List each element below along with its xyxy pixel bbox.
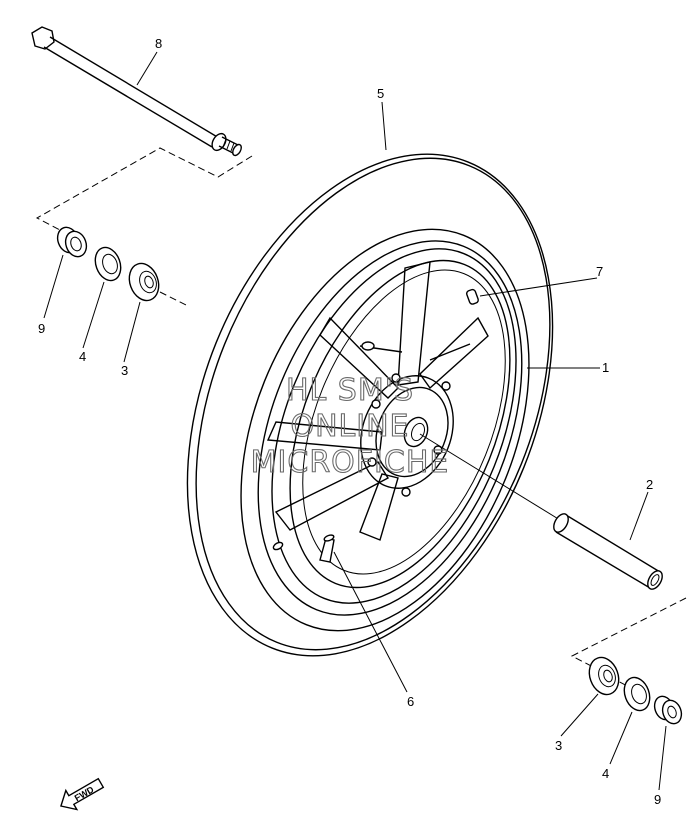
assembly-lines-left	[35, 147, 253, 307]
callout-5: 5	[377, 86, 384, 101]
collar-part-9-right	[653, 695, 683, 725]
collar-part-9-left	[56, 226, 88, 258]
fwd-arrow-icon: FWD	[60, 777, 105, 811]
tire-part-5	[186, 153, 554, 657]
oil-seal-part-4-left	[94, 246, 122, 282]
wheel-hub	[360, 373, 454, 497]
wheel-rim-part-1	[257, 240, 523, 616]
callout-2: 2	[646, 477, 653, 492]
leader-lines	[43, 51, 667, 791]
oil-seal-part-4-right	[623, 676, 651, 712]
callout-4-left: 4	[79, 349, 86, 364]
callout-4-right: 4	[602, 766, 609, 781]
valve-part-6	[319, 534, 335, 563]
bearing-part-3-right	[588, 656, 620, 696]
wheel-spokes	[266, 261, 489, 551]
watermark-line-3: MICROFICHE	[251, 445, 450, 480]
callout-3-right: 3	[555, 738, 562, 753]
balance-weight-part-7	[465, 288, 479, 305]
axle-part-8	[31, 26, 242, 157]
callout-7: 7	[596, 264, 603, 279]
callout-6: 6	[407, 694, 414, 709]
callout-9-right: 9	[654, 792, 661, 807]
callout-8: 8	[155, 36, 162, 51]
bearing-part-3-left	[128, 262, 160, 302]
collar-part-2	[419, 433, 663, 590]
callout-9-left: 9	[38, 321, 45, 336]
watermark-line-2: ONLINE	[290, 409, 409, 444]
watermark: HL SM'S ONLINE MICROFICHE	[250, 372, 450, 480]
watermark-line-1: HL SM'S	[286, 373, 414, 408]
callout-numbers: 1 2 3 3 4 4 5 6 7 8 9 9	[38, 36, 661, 807]
callout-1: 1	[602, 360, 609, 375]
callout-3-left: 3	[121, 363, 128, 378]
